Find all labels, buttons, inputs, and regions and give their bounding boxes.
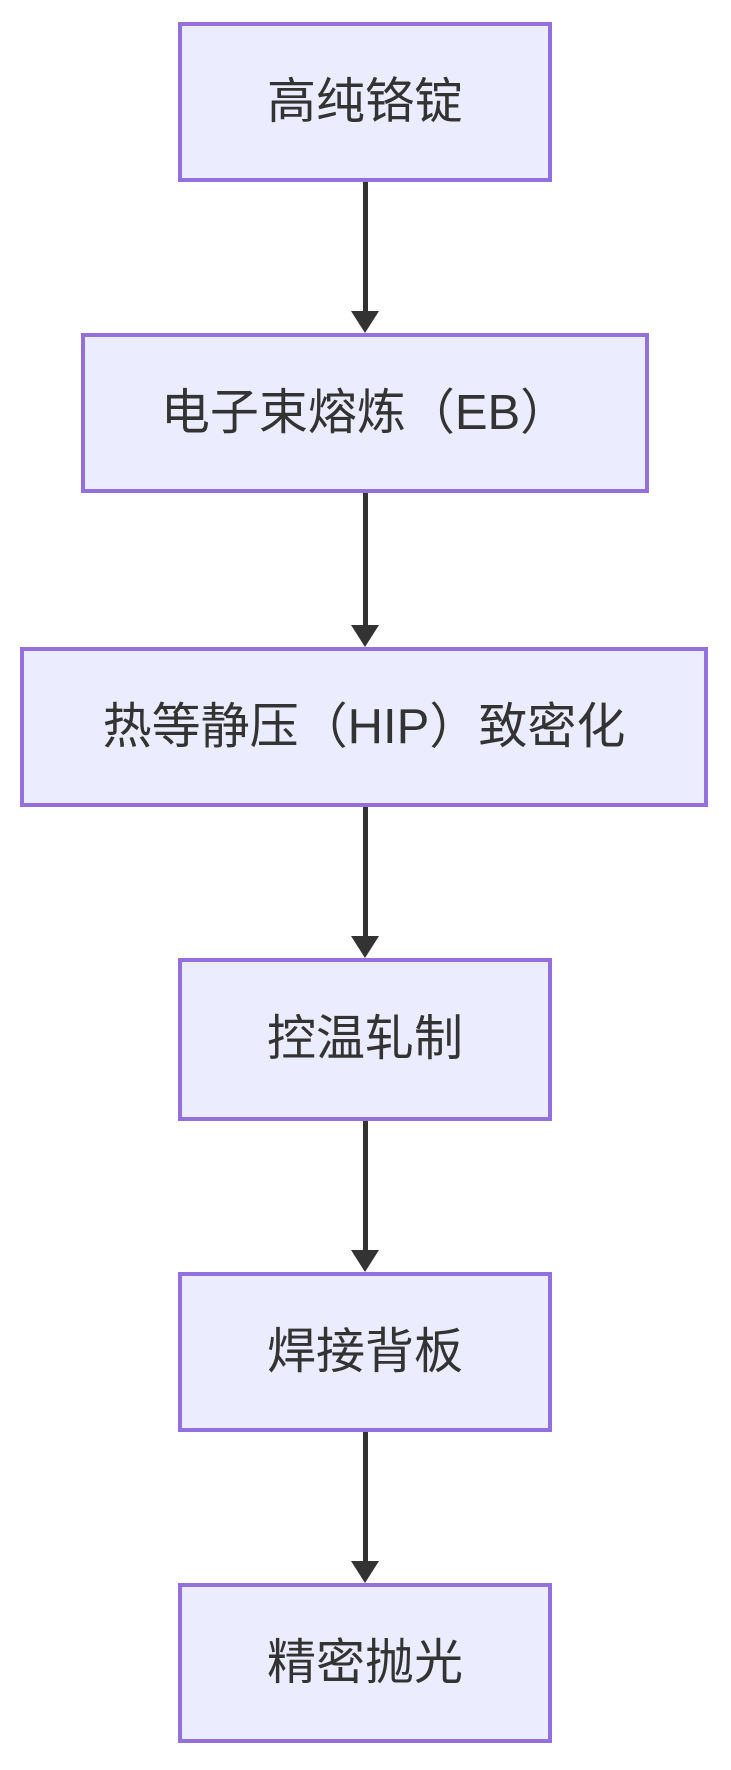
node-electron-beam-melting: 电子束熔炼（EB） — [81, 333, 649, 493]
arrowhead-down-icon — [351, 936, 379, 958]
node-temperature-controlled-rolling: 控温轧制 — [178, 958, 552, 1121]
arrow-shaft — [363, 493, 368, 625]
node-label: 高纯铬锭 — [266, 74, 463, 129]
node-backplate-welding: 焊接背板 — [178, 1272, 552, 1432]
node-label: 焊接背板 — [266, 1324, 463, 1379]
arrowhead-down-icon — [351, 1561, 379, 1583]
node-hip-densification: 热等静压（HIP）致密化 — [20, 647, 708, 807]
arrowhead-down-icon — [351, 311, 379, 333]
node-label: 控温轧制 — [266, 1012, 463, 1067]
node-label: 热等静压（HIP）致密化 — [102, 699, 626, 754]
node-label: 精密抛光 — [266, 1635, 463, 1690]
arrowhead-down-icon — [351, 625, 379, 647]
node-label: 电子束熔炼（EB） — [160, 385, 570, 440]
arrow-shaft — [363, 1432, 368, 1561]
arrowhead-down-icon — [351, 1250, 379, 1272]
node-high-purity-chromium-ingot: 高纯铬锭 — [178, 22, 552, 182]
arrow-shaft — [363, 807, 368, 936]
node-precision-polishing: 精密抛光 — [178, 1583, 552, 1743]
arrow-shaft — [363, 1121, 368, 1250]
arrow-shaft — [363, 182, 368, 311]
